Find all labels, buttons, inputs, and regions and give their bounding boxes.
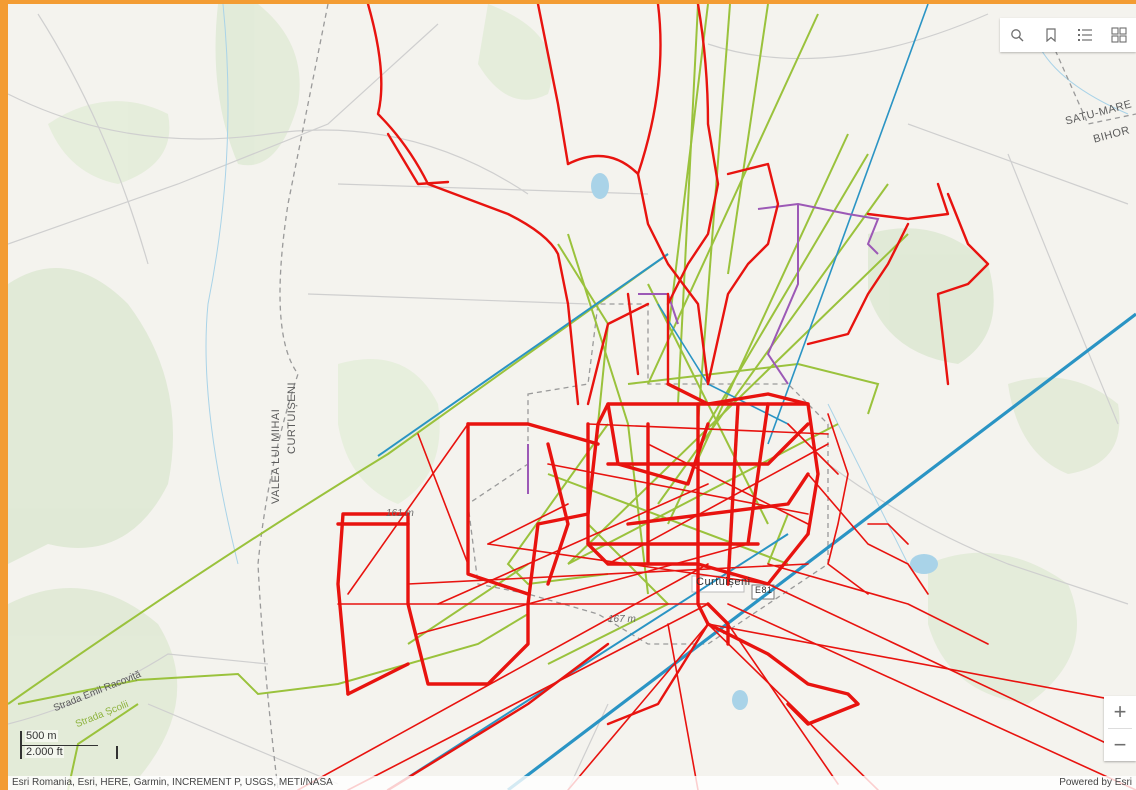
search-button[interactable]	[1000, 18, 1034, 52]
zoom-out-button[interactable]: −	[1113, 732, 1127, 757]
scale-imperial-label: 2.000 ft	[25, 746, 64, 758]
scale-bar-metric: 500 m	[20, 730, 98, 746]
zoom-divider	[1108, 728, 1132, 729]
elevation-label-161: 161 m	[386, 508, 414, 519]
road-badge-label: E81	[755, 585, 773, 595]
curtuiseni-boundary-label: CURTUIȘENI	[286, 381, 298, 454]
attribution-text[interactable]: Esri Romania, Esri, HERE, Garmin, INCREM…	[12, 777, 333, 788]
bookmark-icon	[1046, 28, 1056, 42]
layer-list-button[interactable]	[1068, 18, 1102, 52]
layer-list-icon	[1078, 29, 1092, 41]
town-marker	[691, 575, 775, 600]
scale-bar-imperial: 2.000 ft	[20, 746, 118, 759]
basemap-gallery-button[interactable]	[1102, 18, 1136, 52]
map-canvas[interactable]	[8, 4, 1136, 790]
red-tracks	[297, 4, 1136, 790]
attribution-bar: Esri Romania, Esri, HERE, Garmin, INCREM…	[8, 776, 1136, 790]
terrain-layer	[8, 4, 1120, 790]
scale-bar: 500 m 2.000 ft	[20, 730, 118, 759]
water-layer	[591, 173, 938, 710]
town-label: Curtuișeni	[696, 576, 751, 588]
search-icon	[1011, 29, 1024, 42]
map-toolbar	[1000, 18, 1136, 52]
basemap-gallery-icon	[1111, 27, 1127, 43]
zoom-control: + −	[1104, 696, 1136, 761]
zoom-in-button[interactable]: +	[1113, 699, 1127, 724]
river-layer	[205, 4, 1129, 565]
elevation-label-167: 167 m	[608, 614, 636, 625]
boundary-layer	[257, 4, 1136, 790]
map-view[interactable]: VALEA LUI MIHAI CURTUIȘENI SATU-MARE BIH…	[8, 4, 1136, 790]
valea-lui-mihai-label: VALEA LUI MIHAI	[270, 408, 282, 504]
scale-metric-label: 500 m	[25, 730, 58, 742]
powered-by-esri[interactable]: Powered by Esri	[1059, 777, 1132, 788]
bookmarks-button[interactable]	[1034, 18, 1068, 52]
